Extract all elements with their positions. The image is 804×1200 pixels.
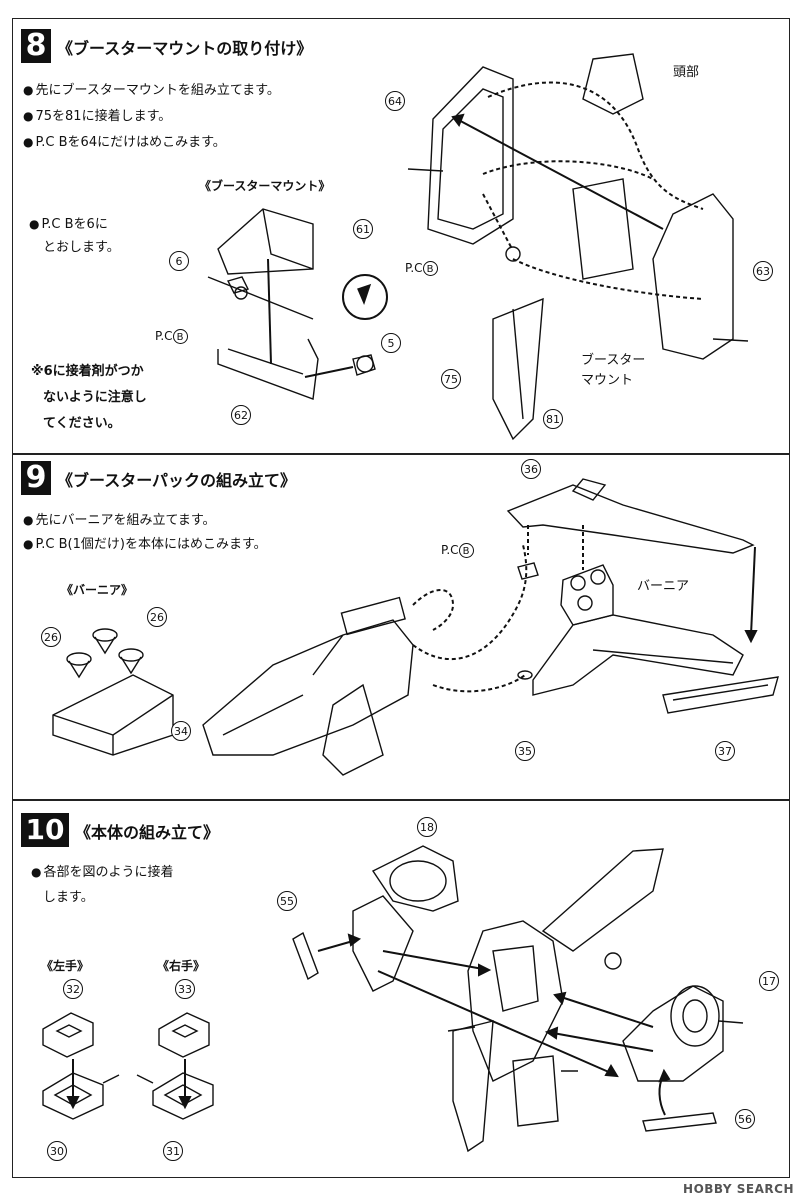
step-10-illustration xyxy=(42,845,744,1153)
part-17: 17 xyxy=(759,971,779,991)
step-9-title: 《ブースターパックの組み立て》 xyxy=(57,471,297,490)
step-9-number: 9 xyxy=(21,461,51,495)
step-8-bullet-1: ●先にブースターマウントを組み立てます。 xyxy=(23,83,280,98)
step-8-sub-bullet: ●P.C Bを6に xyxy=(29,217,108,232)
part-36: 36 xyxy=(521,459,541,479)
step-10-panel: 10 《本体の組み立て》 ●各部を図のように接着 します。 《左手》 《右手》 xyxy=(12,800,790,1178)
label-booster-mount-2: マウント xyxy=(581,373,634,388)
step-9-illustration xyxy=(52,478,779,776)
label-vernier: バーニア xyxy=(637,579,690,594)
part-5: 5 xyxy=(381,333,401,353)
part-34: 34 xyxy=(171,721,191,741)
step-8-sub-bullet-cont: とおします。 xyxy=(43,240,120,255)
part-35: 35 xyxy=(515,741,535,761)
step-9-bullet-2: ●P.C B(1個だけ)を本体にはめこみます。 xyxy=(23,537,267,552)
part-64: 64 xyxy=(385,91,405,111)
part-6: 6 xyxy=(169,251,189,271)
step-8-note-1: ※6に接着剤がつか xyxy=(31,364,144,379)
part-63: 63 xyxy=(753,261,773,281)
part-56: 56 xyxy=(735,1109,755,1129)
vernier-subtitle: 《バーニア》 xyxy=(61,583,134,597)
part-30: 30 xyxy=(47,1141,67,1161)
step-10-title: 《本体の組み立て》 xyxy=(75,823,220,842)
step-9-bullet-1: ●先にバーニアを組み立てます。 xyxy=(23,513,216,528)
step-10-bullet-cont: します。 xyxy=(43,890,94,905)
step-9-panel: 9 《ブースターパックの組み立て》 ●先にバーニアを組み立てます。 ●P.C B… xyxy=(12,454,790,800)
part-18: 18 xyxy=(417,817,437,837)
step-8-illustration xyxy=(207,53,749,441)
step-8-title: 《ブースターマウントの取り付け》 xyxy=(57,39,313,58)
right-hand-label: 《右手》 xyxy=(157,959,206,973)
part-75: 75 xyxy=(441,369,461,389)
step-8-bullet-3: ●P.C Bを64にだけはめこみます。 xyxy=(23,135,226,150)
step-10-bullet: ●各部を図のように接着 xyxy=(31,865,174,880)
part-62: 62 xyxy=(231,405,251,425)
booster-mount-subtitle: 《ブースターマウント》 xyxy=(199,179,331,193)
step-8-note-2: ないように注意し xyxy=(43,390,147,405)
step-8-panel: 8 《ブースターマウントの取り付け》 ●先にブースターマウントを組み立てます。 … xyxy=(12,18,790,454)
part-55: 55 xyxy=(277,891,297,911)
part-26-right: 26 xyxy=(147,607,167,627)
part-32: 32 xyxy=(63,979,83,999)
step-8-note-3: てください。 xyxy=(43,416,121,431)
part-81: 81 xyxy=(543,409,563,429)
left-hand-label: 《左手》 xyxy=(41,959,90,973)
part-31: 31 xyxy=(163,1141,183,1161)
part-61: 61 xyxy=(353,219,373,239)
step-8-number: 8 xyxy=(21,29,51,63)
label-booster-mount-1: ブースター xyxy=(581,353,646,368)
part-33: 33 xyxy=(175,979,195,999)
step-10-number: 10 xyxy=(21,813,69,847)
watermark-hobby-search: HOBBY SEARCH xyxy=(683,1182,794,1196)
label-head: 頭部 xyxy=(673,65,700,80)
step-8-bullet-2: ●75を81に接着します。 xyxy=(23,109,172,124)
part-37: 37 xyxy=(715,741,735,761)
part-26-left: 26 xyxy=(41,627,61,647)
